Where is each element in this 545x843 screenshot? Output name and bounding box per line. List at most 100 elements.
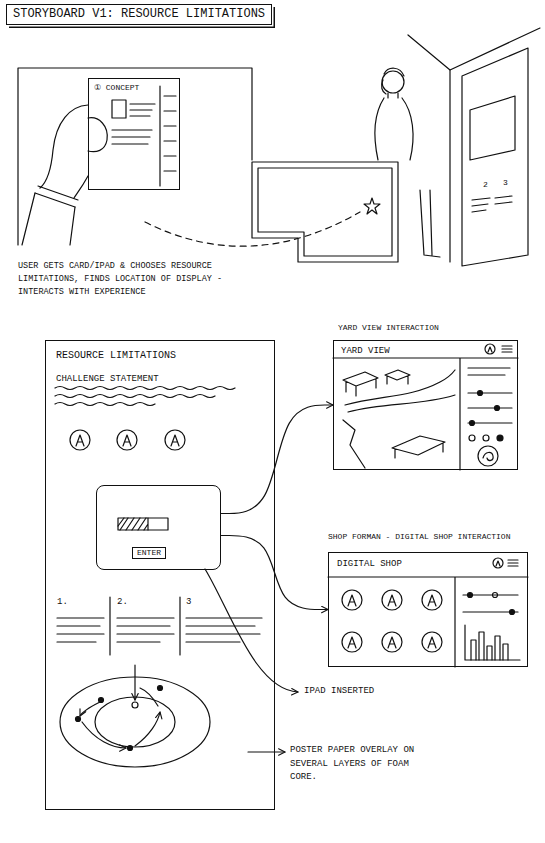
cycle-diagram [132, 702, 138, 708]
node-text: DIGITAL SHOP [337, 559, 402, 570]
hand-sketch [74, 176, 88, 198]
person-sketch [388, 93, 398, 98]
hand-sketch [22, 105, 107, 245]
person-sketch [382, 68, 404, 94]
wall-display [462, 48, 528, 266]
wall-display [472, 196, 512, 212]
digital-shop-sketch [510, 610, 515, 615]
avatar-icon [428, 637, 436, 648]
cycle-diagram [135, 712, 160, 746]
callout-note: IPAD INSERTED [304, 686, 374, 697]
cycle-diagram [76, 717, 81, 722]
column-dividers [57, 618, 104, 642]
yard-view-sketch [488, 347, 492, 352]
scene-frame [18, 68, 252, 245]
digital-shop-sketch [465, 625, 520, 660]
hand-sketch [35, 186, 78, 207]
avatar-icon [70, 430, 185, 450]
scene-caption: USER GETS CARD/IPAD & CHOOSES RESOURCE L… [18, 260, 258, 298]
avatar-icon [348, 637, 356, 648]
column-dividers [186, 618, 262, 642]
display-number: 2 [483, 180, 488, 190]
node-text: YARD VIEW [341, 346, 390, 357]
digital-shop-sketch [496, 561, 500, 566]
yard-view-sketch [495, 406, 500, 411]
avatar-icon [76, 435, 84, 446]
poster-sketch [55, 403, 155, 406]
yard-view-sketch [468, 393, 512, 423]
callout-note: POSTER PAPER OVERLAY ON SEVERAL LAYERS O… [290, 744, 420, 785]
card-sketch [112, 100, 126, 118]
column-number: 2. [117, 597, 128, 608]
hand-sketch [40, 105, 88, 188]
yard-view-sketch [392, 436, 445, 458]
digital-shop-sketch [493, 558, 503, 568]
screen-frame [333, 340, 518, 470]
avatar-icon [70, 430, 90, 450]
wall-display [408, 28, 540, 266]
column-number: 3 [186, 597, 191, 608]
hand-sketch [88, 118, 107, 152]
digital-shop-sketch [328, 558, 528, 667]
yard-view-sketch [502, 346, 512, 352]
avatar-icon [422, 590, 442, 610]
progress-bar [118, 518, 168, 530]
cycle-diagram [80, 702, 100, 716]
yard-view-sketch [478, 391, 483, 396]
poster-sketch [55, 387, 235, 390]
cycle-diagram [134, 665, 135, 700]
avatar-icon [348, 595, 356, 606]
storyboard-title: STORYBOARD V1: RESOURCE LIMITATIONS [6, 4, 272, 25]
poster-sketch [55, 387, 298, 768]
yard-view-sketch [483, 435, 489, 441]
yard-view-sketch [470, 421, 475, 426]
floor-plan [364, 198, 380, 214]
card-sketch [112, 86, 176, 186]
avatar-icon [342, 632, 362, 652]
avatar-icon [388, 637, 396, 648]
cycle-diagram [158, 686, 163, 691]
card-sketch [130, 104, 155, 116]
wall-display [408, 35, 450, 262]
ipad-screen: ENTER [96, 485, 221, 570]
floor-plan [252, 162, 398, 262]
digital-shop-sketch [508, 560, 518, 566]
avatar-icon [382, 590, 402, 610]
leader-line [248, 751, 285, 752]
yard-view-sketch [333, 358, 518, 470]
column-number: 1. [57, 597, 68, 608]
avatar-icon [388, 595, 396, 606]
scene-frame [18, 68, 252, 245]
yard-view-sketch [333, 344, 518, 470]
yard-view-sketch [478, 446, 498, 466]
avatar-icon [171, 435, 179, 446]
avatar-icon [382, 632, 402, 652]
flow-arrow [221, 405, 333, 514]
yard-view-sketch [469, 435, 475, 441]
poster-panel: RESOURCE LIMITATIONSCHALLENGE STATEMENTE… [45, 340, 275, 810]
hand-sketch [22, 193, 75, 245]
poster-sketch [55, 395, 215, 398]
yard-view-sketch [497, 435, 503, 441]
person-sketch [402, 98, 413, 160]
avatar-icon [117, 430, 137, 450]
card-sketch [112, 130, 152, 144]
progress-bar [118, 518, 148, 530]
avatar-icon [428, 595, 436, 606]
button-label: ENTER [132, 547, 166, 559]
yard-view-sketch [343, 372, 378, 396]
cycle-diagram [99, 698, 104, 703]
avatar-icon [123, 435, 131, 446]
node-heading: SHOP FORMAN - DIGITAL SHOP INTERACTION [328, 532, 510, 542]
display-number: 3 [503, 178, 508, 188]
column-dividers [117, 618, 174, 642]
yard-view-sketch [348, 395, 455, 412]
digital-shop-sketch [328, 577, 528, 667]
cycle-diagram [95, 697, 175, 747]
yard-view-sketch [468, 368, 510, 375]
yard-view-sketch [385, 370, 410, 384]
screen-frame [328, 552, 528, 667]
digital-shop-sketch [471, 632, 508, 660]
